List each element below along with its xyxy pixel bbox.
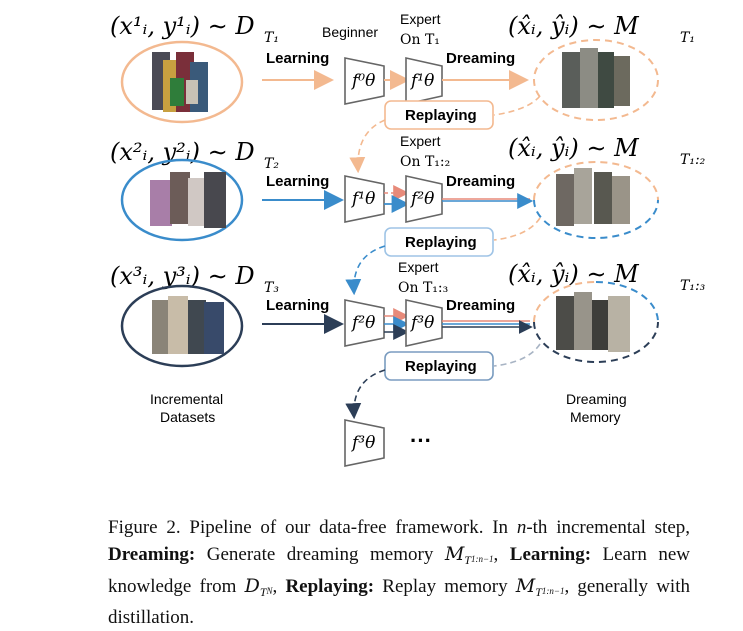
ellipsis: ··· <box>410 428 432 453</box>
row1-memory-ellipse <box>533 39 659 121</box>
replay-label-2: Replaying <box>405 234 477 251</box>
row1-person-images <box>152 52 208 112</box>
expert2-line1: Expert <box>400 133 441 149</box>
model-f2-top-label: f²θ <box>409 189 434 209</box>
replay-box-1 <box>384 100 494 130</box>
row1-memory-images <box>562 48 630 108</box>
incremental-datasets-line1: Incremental <box>150 391 223 407</box>
caption-memory2-sub: T <box>535 585 542 599</box>
row-1: (x¹ᵢ, y¹ᵢ) ∼ D T₁ Learning Beginner f⁰θ … <box>110 11 695 174</box>
caption-data-sym: D <box>244 575 260 597</box>
row1-data-label: (x¹ᵢ, y¹ᵢ) ∼ D <box>110 12 255 40</box>
caption-memory-sub: T <box>464 553 471 567</box>
model-f0 <box>344 57 385 105</box>
caption-text-4: , <box>493 544 510 565</box>
caption-memory2-sym: M <box>515 575 536 597</box>
row2-data-label: (x²ᵢ, y²ᵢ) ∼ D <box>110 138 255 166</box>
dreaming-label-1: Dreaming <box>446 50 515 67</box>
caption-n: n <box>516 517 527 538</box>
caption-memory2-subsub: 1:n−1 <box>541 586 565 596</box>
row-2: (x²ᵢ, y²ᵢ) ∼ D T₂ Learning f¹θ Expert On… <box>110 133 706 296</box>
model-f3-final <box>344 419 385 467</box>
row3-person-images <box>152 296 224 354</box>
caption-text-1: Pipeline of our data-free framework. In <box>180 517 517 538</box>
model-f1-top <box>405 57 443 105</box>
row1-memory-sub: T₁ <box>680 30 695 46</box>
row3-data-sub: T₃ <box>264 280 279 296</box>
caption-text-3: Generate dreaming memory <box>195 544 445 565</box>
replay-label-3: Replaying <box>405 358 477 375</box>
expert1-line1: Expert <box>400 11 441 27</box>
model-f3-top-label: f³θ <box>409 313 434 333</box>
dreaming-memory-line2: Memory <box>570 409 621 425</box>
replay-box-3 <box>384 351 494 381</box>
caption-figure-label: Figure 2. <box>108 517 181 538</box>
model-f1-top-label: f¹θ <box>409 71 434 91</box>
caption-memory-sym: M <box>444 543 465 565</box>
learning-label-2: Learning <box>266 173 329 190</box>
expert3-line1: Expert <box>398 259 439 275</box>
row2-memory-images <box>556 168 630 226</box>
row1-memory-label: (x̂ᵢ, ŷᵢ) ∼ M <box>508 12 640 40</box>
expert3-line2: On T₁:₃ <box>398 280 448 296</box>
row2-dataset-ellipse <box>120 158 244 242</box>
model-f2 <box>344 299 385 347</box>
incremental-datasets-line2: Datasets <box>160 409 215 425</box>
row3-dataset-ellipse <box>120 284 244 368</box>
row3-memory-images <box>556 292 630 352</box>
dreaming-label-2: Dreaming <box>446 173 515 190</box>
caption-dreaming: Dreaming: <box>108 544 196 565</box>
caption-text-7: Replay memory <box>374 576 516 597</box>
model-f2-top <box>405 175 443 223</box>
replay-label-1: Replaying <box>405 107 477 124</box>
caption-text-8: , generally with distillation. <box>108 576 690 628</box>
beginner-label: Beginner <box>322 24 378 40</box>
caption-replaying: Replaying: <box>285 576 375 597</box>
row1-dataset-ellipse <box>120 40 244 124</box>
final-row: f³θ ··· <box>344 419 432 467</box>
row2-memory-sub: T₁:₂ <box>680 152 706 168</box>
learning-label-3: Learning <box>266 297 329 314</box>
model-f1-label: f¹θ <box>350 189 375 209</box>
model-f0-label: f⁰θ <box>350 71 375 91</box>
row2-memory-label: (x̂ᵢ, ŷᵢ) ∼ M <box>508 134 640 162</box>
caption-text-5: Learn new knowledge from <box>108 544 690 597</box>
replay-box-2 <box>384 227 494 257</box>
pipeline-diagram: (x¹ᵢ, y¹ᵢ) ∼ D T₁ Learning Beginner f⁰θ … <box>110 11 706 467</box>
model-f1 <box>344 175 385 223</box>
caption-data-sub: T <box>259 585 267 599</box>
caption-text-2: -th incremental step, <box>526 517 690 538</box>
caption-data-subsub: N <box>266 586 273 596</box>
dreaming-memory-line1: Dreaming <box>566 391 627 407</box>
caption-text-6: , <box>272 576 286 597</box>
row3-memory-label: (x̂ᵢ, ŷᵢ) ∼ M <box>508 260 640 288</box>
learning-label-1: Learning <box>266 50 329 67</box>
dreaming-label-3: Dreaming <box>446 297 515 314</box>
model-f2-label: f²θ <box>350 313 375 333</box>
row-3: (x³ᵢ, y³ᵢ) ∼ D T₃ Learning f²θ Expert On… <box>110 259 706 420</box>
expert2-line2: On T₁:₂ <box>400 154 450 170</box>
row1-data-sub: T₁ <box>264 30 279 46</box>
caption-learning: Learning: <box>509 544 592 565</box>
caption-memory-subsub: 1:n−1 <box>470 554 494 564</box>
expert1-line2: On T₁ <box>400 32 440 48</box>
row2-person-images <box>150 172 226 228</box>
row2-data-sub: T₂ <box>264 156 279 172</box>
model-f3-final-label: f³θ <box>350 433 375 453</box>
figure-caption: Figure 2. Pipeline of our data-free fram… <box>108 515 690 631</box>
model-f3-top <box>405 299 443 347</box>
row3-memory-sub: T₁:₃ <box>680 278 706 294</box>
